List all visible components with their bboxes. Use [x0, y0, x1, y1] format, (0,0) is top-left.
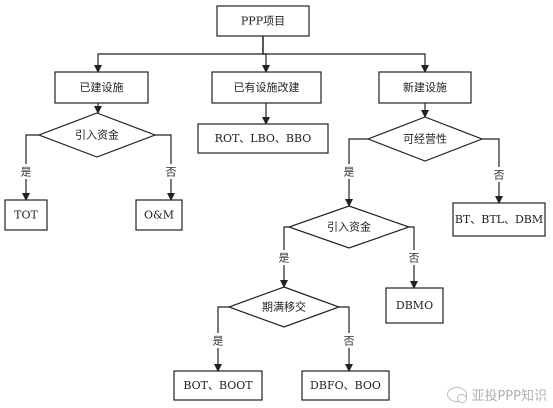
node-label-bot: BOT、BOOT — [183, 379, 253, 392]
node-label-expiry: 期满移交 — [262, 300, 306, 314]
process-box — [378, 71, 472, 104]
box-dbmo: DBMO — [385, 287, 444, 324]
edge-label-background — [211, 333, 225, 348]
process-box — [197, 123, 329, 154]
process-box — [385, 287, 444, 324]
decision-funds2: 引入资金 — [287, 205, 411, 249]
edge-label-background — [277, 250, 291, 265]
node-label-root: PPP项目 — [241, 15, 285, 28]
node-label-profit: 可经营性 — [403, 132, 447, 146]
edge-expiry-to-dbfo — [339, 306, 353, 372]
node-label-funds1: 引入资金 — [75, 128, 119, 142]
edge-label-funds2-to-dbmo: 否 — [409, 252, 420, 265]
node-label-dbmo: DBMO — [396, 299, 433, 312]
edge-label-background — [407, 250, 421, 265]
edge-expiry-to-bot — [214, 306, 229, 372]
process-box — [4, 199, 48, 231]
edge-root-to-existing — [94, 36, 264, 73]
edge-label-profit-to-bt: 否 — [494, 169, 505, 182]
decision-diamond — [227, 286, 341, 328]
node-label-rot: ROT、LBO、BBO — [215, 132, 312, 145]
edge-label-background — [342, 333, 356, 348]
edge-label-funds1-to-tot: 是 — [21, 166, 32, 179]
node-label-om: O&M — [144, 209, 174, 222]
box-newbuild: 新建设施 — [378, 71, 472, 104]
process-box — [173, 370, 263, 401]
box-rot: ROT、LBO、BBO — [197, 123, 329, 154]
process-box — [301, 370, 390, 401]
node-label-bt: BT、BTL、DBM — [455, 213, 543, 226]
edge-label-background — [164, 164, 178, 179]
box-existing: 已建设施 — [54, 71, 149, 104]
watermark: 亚投PPP知识 — [447, 385, 547, 404]
watermark-text: 亚投PPP知识 — [471, 389, 547, 404]
node-label-tot: TOT — [14, 209, 38, 222]
edge-root-to-newbuild — [262, 36, 429, 73]
box-dbfo: DBFO、BOO — [301, 370, 390, 401]
decision-diamond — [287, 205, 411, 249]
process-box — [54, 71, 149, 104]
decision-diamond — [37, 112, 157, 158]
process-box — [216, 5, 310, 37]
edge-profit-to-funds2 — [345, 138, 368, 207]
edge-label-funds2-to-expiry: 是 — [279, 252, 290, 265]
box-bot: BOT、BOOT — [173, 370, 263, 401]
edges-layer: 是否是否是否是否 — [19, 36, 506, 372]
wechat-icon — [447, 387, 468, 403]
edge-label-profit-to-funds2: 是 — [344, 166, 355, 179]
decision-expiry: 期满移交 — [227, 286, 341, 328]
box-om: O&M — [135, 199, 183, 231]
edge-label-background — [19, 164, 33, 179]
node-label-dbfo: DBFO、BOO — [310, 379, 381, 392]
decision-profit: 可经营性 — [366, 116, 484, 162]
box-bt: BT、BTL、DBM — [452, 202, 546, 237]
box-rebuild: 已有设施改建 — [211, 71, 322, 104]
process-box — [135, 199, 183, 231]
decision-diamond — [366, 116, 484, 162]
box-tot: TOT — [4, 199, 48, 231]
edge-label-expiry-to-bot: 是 — [213, 335, 224, 348]
edge-label-background — [342, 164, 356, 179]
edge-label-funds1-to-om: 否 — [166, 166, 177, 179]
node-label-funds2: 引入资金 — [327, 220, 371, 234]
box-root: PPP项目 — [216, 5, 310, 37]
node-label-existing: 已建设施 — [80, 80, 124, 94]
decision-funds1: 引入资金 — [37, 112, 157, 158]
edge-label-background — [492, 167, 506, 182]
edge-label-expiry-to-dbfo: 否 — [344, 335, 355, 348]
process-box — [211, 71, 322, 104]
node-label-rebuild: 已有设施改建 — [234, 80, 300, 94]
node-label-newbuild: 新建设施 — [403, 80, 447, 94]
process-box — [452, 202, 546, 237]
